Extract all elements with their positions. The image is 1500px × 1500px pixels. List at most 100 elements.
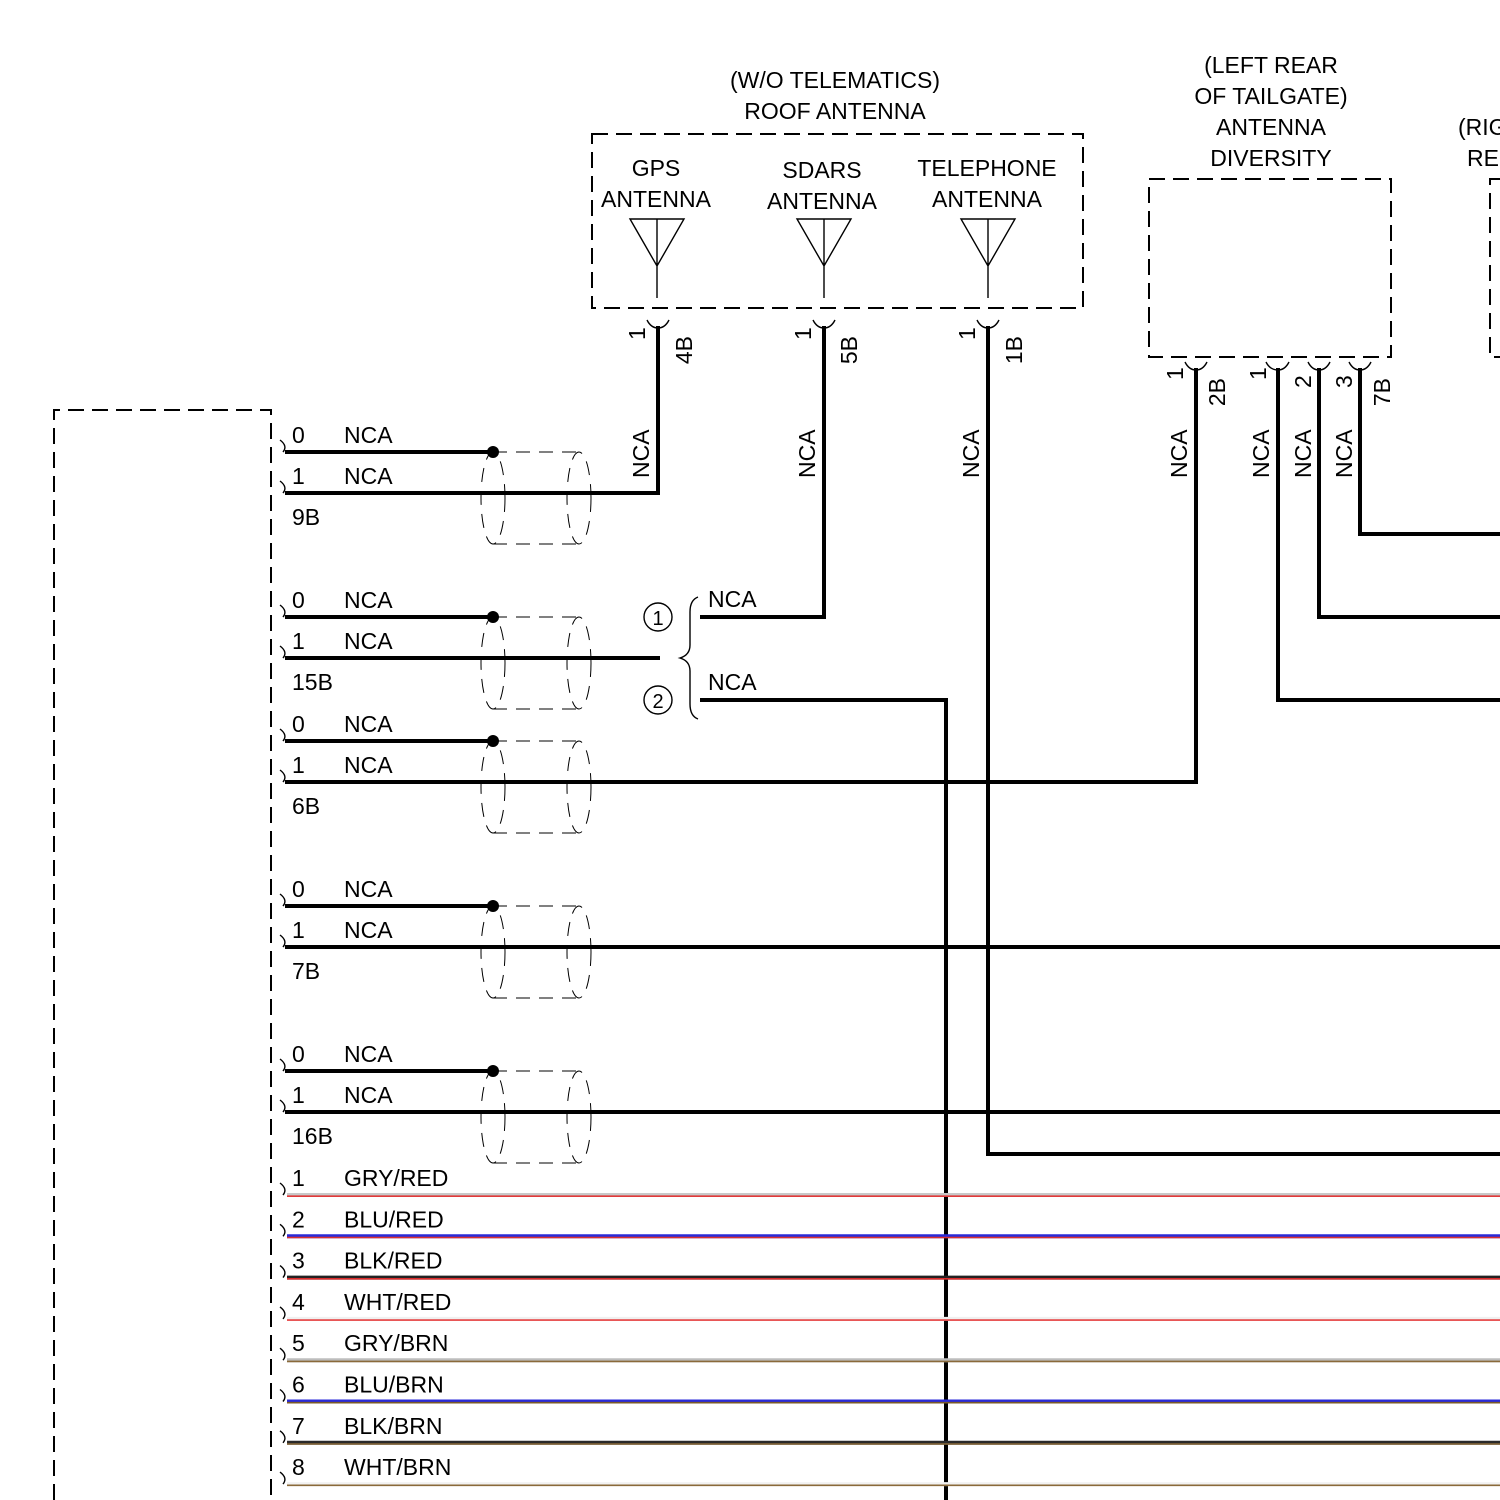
- sdars-connector-id: 5B: [836, 336, 862, 364]
- diversity-pin-c: 2: [1290, 375, 1316, 388]
- connector-id: 15B: [292, 669, 333, 695]
- pin1-terminal: [280, 646, 285, 658]
- pin0-terminal: [280, 894, 285, 906]
- diversity-title-line2: OF TAILGATE): [1194, 83, 1347, 109]
- wire-pin-number: 2: [292, 1206, 305, 1232]
- colored-wire-5: 5 GRY/BRN: [280, 1330, 1500, 1361]
- shield-right-end: [567, 1071, 591, 1163]
- gps-connector-id: 4B: [671, 336, 697, 364]
- diversity-title-line1: (LEFT REAR: [1204, 52, 1338, 78]
- nca-label-sdars: NCA: [794, 429, 820, 478]
- diversity-connector-b: 7B: [1369, 378, 1395, 406]
- shield-left-end: [481, 452, 505, 544]
- connector-id: 6B: [292, 793, 320, 819]
- wire-terminal: [280, 1307, 285, 1319]
- pin1-number: 1: [292, 628, 305, 654]
- diversity-box: [1149, 179, 1391, 357]
- shield-right-end: [567, 617, 591, 709]
- shield-left-end: [481, 1071, 505, 1163]
- wire-terminal: [280, 1390, 285, 1402]
- roof-antenna-title-line1: (W/O TELEMATICS): [730, 67, 940, 93]
- shield-left-end: [481, 741, 505, 833]
- pin0-number: 0: [292, 587, 305, 613]
- option-1-number: 1: [652, 608, 663, 630]
- shield-right-end: [567, 906, 591, 998]
- wire-terminal: [280, 1431, 285, 1443]
- vertical-nca-labels: NCA NCA NCA NCA NCA NCA NCA: [628, 429, 1357, 478]
- telephone-connector-id: 1B: [1001, 336, 1027, 364]
- pin1-wire-label: NCA: [344, 463, 393, 489]
- gps-pin-number: 1: [624, 327, 650, 340]
- pin1-number: 1: [292, 752, 305, 778]
- diversity-connector-a: 2B: [1204, 378, 1230, 406]
- gps-antenna-icon: [630, 219, 684, 298]
- option-brace: [680, 597, 698, 719]
- colored-wire-3: 3BLK/RED: [280, 1248, 1500, 1279]
- connector-id: 7B: [292, 958, 320, 984]
- wire-terminal: [280, 1266, 285, 1278]
- wire-pin-number: 5: [292, 1330, 305, 1356]
- colored-wire-1: 1GRY/RED: [280, 1165, 1500, 1196]
- pin1-wire-label: NCA: [344, 1082, 393, 1108]
- pin1-number: 1: [292, 917, 305, 943]
- wire-terminal: [280, 1348, 285, 1360]
- diversity-pin-d: 3: [1331, 375, 1357, 388]
- shield-right-end: [567, 741, 591, 833]
- pin1-number: 1: [292, 1082, 305, 1108]
- roof-antenna-title-line2: ROOF ANTENNA: [744, 98, 926, 124]
- pin1-wire-label: NCA: [344, 628, 393, 654]
- pin0-wire-label: NCA: [344, 587, 393, 613]
- shield-body: [493, 617, 579, 709]
- pin0-terminal: [280, 440, 285, 452]
- wire-pin-number: 3: [292, 1248, 305, 1274]
- nca-label-diversity-c: NCA: [1290, 429, 1316, 478]
- pin1-wire-label: NCA: [344, 917, 393, 943]
- shield-right-end: [567, 452, 591, 544]
- shielded-connector-groups: 0NCA1NCA9B0NCA1NCA15B0NCA1NCA6B0NCA1NCA7…: [280, 422, 591, 1163]
- pin1-terminal: [280, 481, 285, 493]
- option-2-wire-label: NCA: [708, 669, 757, 695]
- wire-pin-number: 1: [292, 1165, 305, 1191]
- wire-pin-number: 7: [292, 1413, 305, 1439]
- gps-label-line1: GPS: [632, 155, 681, 181]
- pin0-number: 0: [292, 1041, 305, 1067]
- nca-label-diversity-a: NCA: [1166, 429, 1192, 478]
- wire-color-label: BLU/BRN: [344, 1372, 444, 1398]
- pin1-terminal: [280, 935, 285, 947]
- diversity-title-line3: ANTENNA: [1216, 114, 1327, 140]
- main-wiring: [287, 328, 1500, 1500]
- roof-antenna-module: (W/O TELEMATICS) ROOF ANTENNA GPS ANTENN…: [592, 67, 1083, 364]
- pin1-terminal: [280, 1100, 285, 1112]
- sdars-antenna-icon: [797, 219, 851, 298]
- wire-pin-number: 8: [292, 1454, 305, 1480]
- right-module-partial: (RIG RE: [1458, 114, 1500, 357]
- wire-terminal: [280, 1183, 285, 1195]
- wire-color-label: GRY/BRN: [344, 1330, 448, 1356]
- diversity-wire-c: [1319, 370, 1500, 617]
- shield-left-end: [481, 617, 505, 709]
- wire-terminal: [280, 1472, 285, 1484]
- wire-color-label: BLK/BRN: [344, 1413, 442, 1439]
- pin0-terminal: [280, 1059, 285, 1071]
- pin1-wire-label: NCA: [344, 752, 393, 778]
- nca-label-telephone: NCA: [958, 429, 984, 478]
- pin0-wire-label: NCA: [344, 711, 393, 737]
- diversity-title-line4: DIVERSITY: [1210, 145, 1331, 171]
- antenna-diversity-module: (LEFT REAR OF TAILGATE) ANTENNA DIVERSIT…: [1149, 52, 1395, 406]
- diversity-wire-a: [287, 370, 1196, 782]
- shield-body: [493, 741, 579, 833]
- telephone-pin-number: 1: [954, 327, 980, 340]
- option-2-number: 2: [652, 691, 663, 713]
- diversity-pin-b: 1: [1245, 367, 1271, 380]
- right-module-title-line1: (RIG: [1458, 114, 1500, 140]
- gps-wire: [287, 328, 658, 493]
